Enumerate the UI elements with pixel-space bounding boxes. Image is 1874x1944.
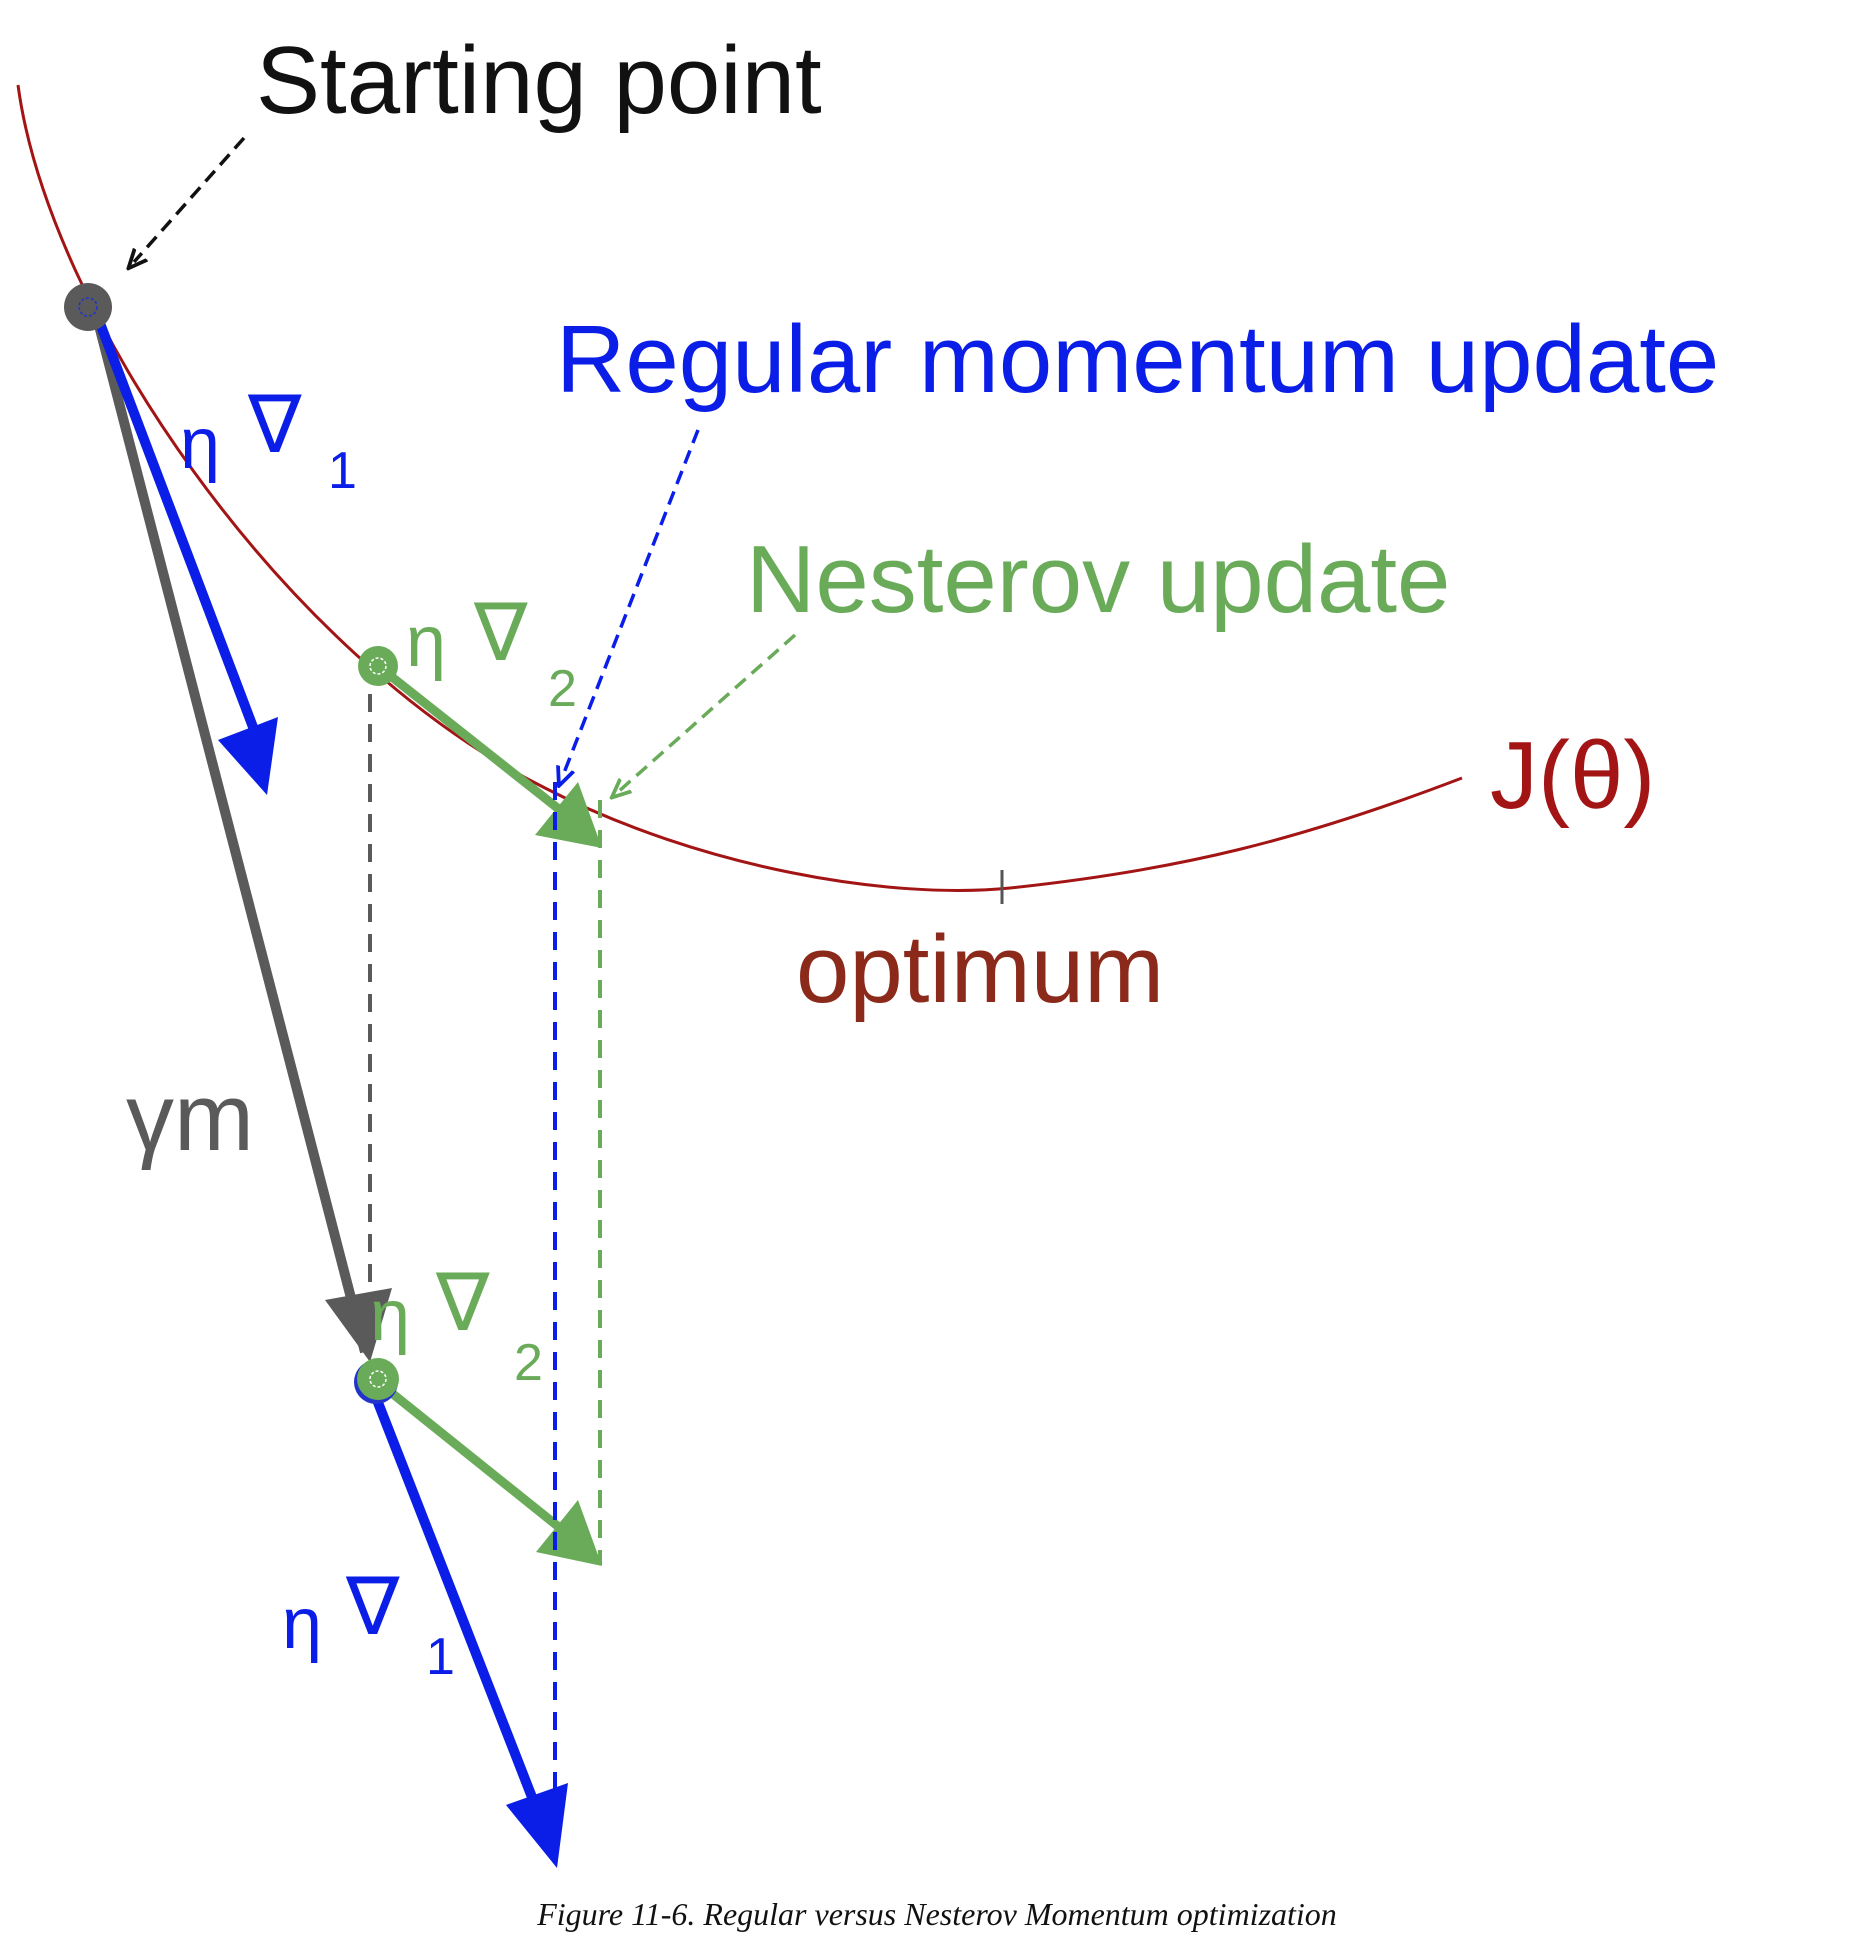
cost-curve bbox=[16, 84, 1463, 892]
regular-gradient-arrow-2 bbox=[365, 1380, 542, 1812]
starting-point-pointer bbox=[134, 136, 246, 262]
sub1-upper-blue: 1 bbox=[328, 442, 357, 500]
nesterov-point-1-inner bbox=[369, 657, 387, 675]
starting-point-label: Starting point bbox=[256, 27, 822, 134]
regular-gradient-arrow-1 bbox=[90, 308, 261, 737]
nesterov-update-label: Nesterov update bbox=[746, 526, 1450, 633]
eta-lower-green: η bbox=[370, 1276, 410, 1356]
nabla-lower-green: ∇ bbox=[435, 1258, 490, 1347]
regular-gradient-arrowhead-2 bbox=[506, 1783, 568, 1868]
sub2-lower-green: 2 bbox=[514, 1334, 543, 1392]
momentum-point-green bbox=[357, 1358, 399, 1400]
regular-update-label: Regular momentum update bbox=[556, 306, 1719, 413]
nabla-upper-blue: ∇ bbox=[247, 380, 302, 469]
optimum-label: optimum bbox=[796, 916, 1164, 1023]
figure-caption: Figure 11-6. Regular versus Nesterov Mom… bbox=[536, 1896, 1337, 1932]
nesterov-point-1 bbox=[358, 646, 398, 686]
sub2-upper-green: 2 bbox=[548, 660, 577, 718]
eta-upper-green: η bbox=[406, 602, 446, 682]
starting-point-dot bbox=[64, 283, 112, 331]
momentum-arrowhead bbox=[325, 1288, 392, 1362]
nesterov-gradient-arrow-1 bbox=[375, 662, 563, 814]
regular-gradient-arrowhead-1 bbox=[218, 717, 278, 795]
nabla-lower-blue: ∇ bbox=[345, 1562, 400, 1651]
starting-point-inner bbox=[78, 297, 98, 317]
nesterov-gradient-arrowhead-2 bbox=[536, 1500, 602, 1566]
sub1-lower-blue: 1 bbox=[426, 1628, 455, 1686]
cost-function-label: J(θ) bbox=[1490, 722, 1655, 829]
nesterov-gradient-arrow-2 bbox=[375, 1378, 563, 1532]
nesterov-update-pointer bbox=[618, 633, 797, 792]
eta-upper-blue: η bbox=[180, 404, 220, 484]
regular-update-pointer bbox=[562, 429, 700, 778]
nesterov-gradient-arrowhead-1 bbox=[535, 782, 602, 848]
nabla-upper-green: ∇ bbox=[473, 588, 528, 677]
momentum-label: γm bbox=[126, 1064, 254, 1171]
momentum-arrow bbox=[90, 308, 370, 1354]
momentum-point-inner bbox=[369, 1370, 387, 1388]
eta-lower-blue: η bbox=[282, 1584, 322, 1664]
